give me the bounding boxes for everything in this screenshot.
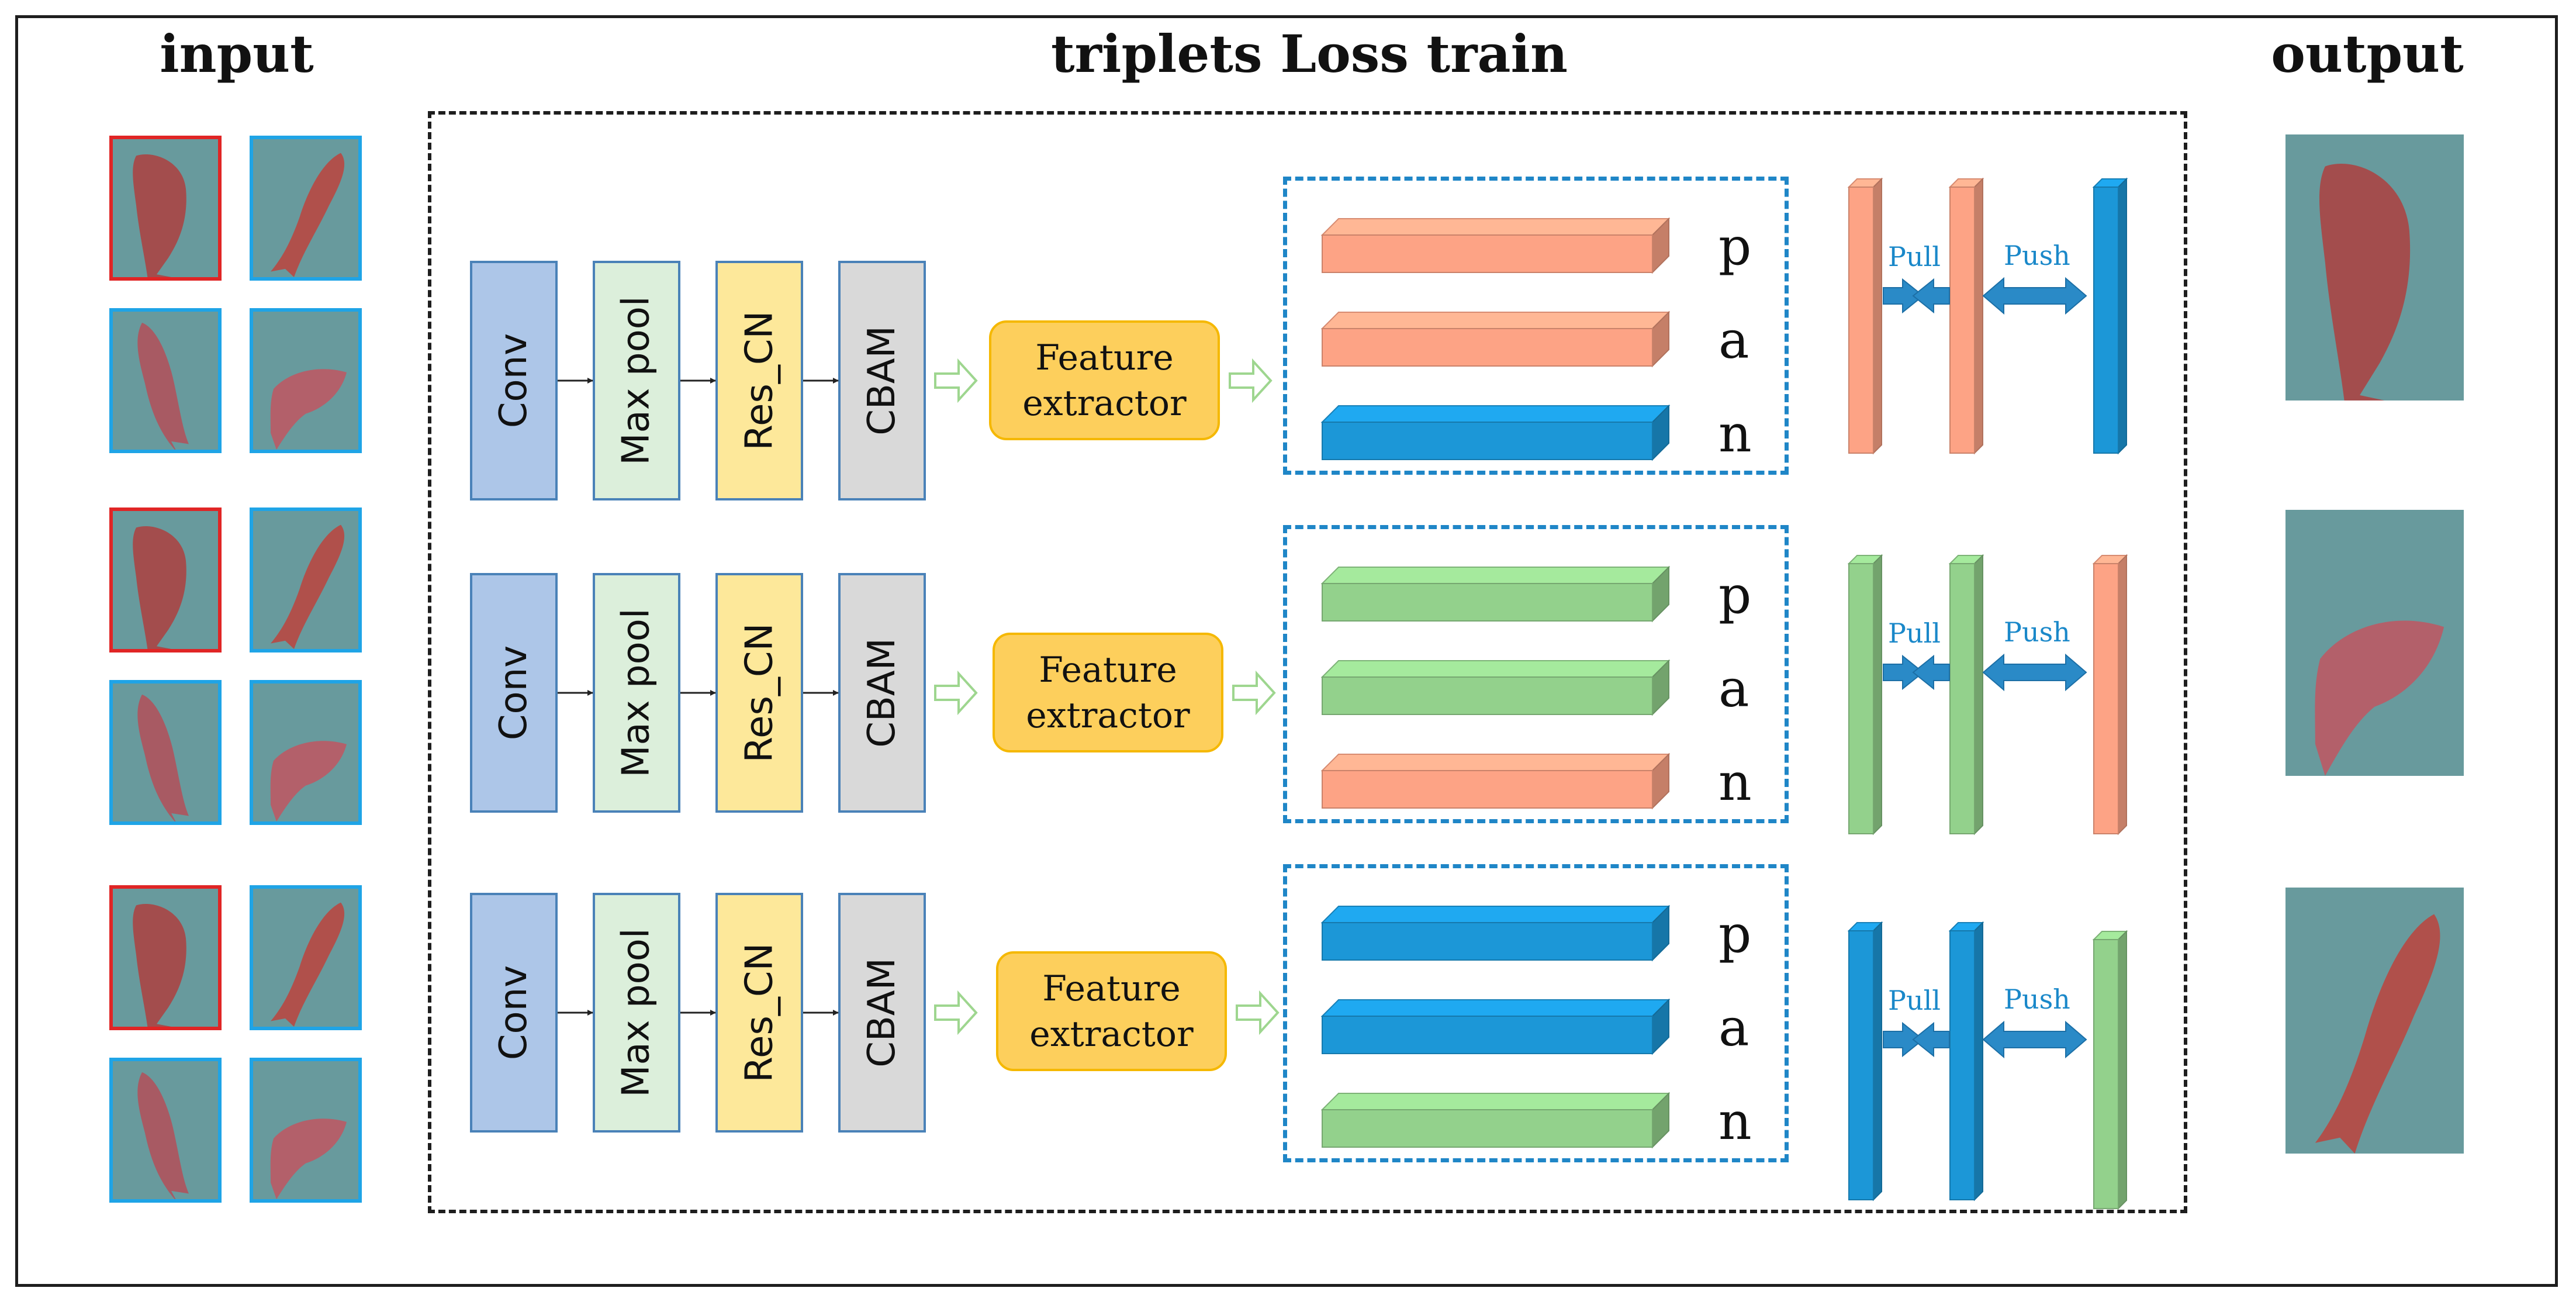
arrow-to-feature-extractor — [934, 670, 978, 716]
conv-block: Conv — [470, 573, 558, 813]
cbam-block: CBAM — [838, 573, 926, 813]
positive-label: p — [1719, 565, 1752, 625]
output-heading: output — [2271, 23, 2464, 84]
anchor-pillar — [1948, 921, 1984, 1202]
cbam-block: CBAM — [838, 893, 926, 1133]
pull-arrow-right — [1883, 278, 1924, 314]
anchor-image — [109, 885, 222, 1030]
res-cn-block: Res_CN — [715, 573, 803, 813]
pull-arrow-right — [1883, 654, 1924, 691]
max-pool-block: Max pool — [593, 573, 680, 813]
res-cn-block: Res_CN — [715, 261, 803, 500]
positive-embedding-bar — [1320, 565, 1671, 623]
anchor-embedding-bar — [1320, 310, 1671, 368]
anchor-pillar — [1948, 554, 1984, 836]
positive-label: p — [1719, 904, 1752, 964]
sample-image — [250, 885, 362, 1030]
negative-pillar — [2092, 930, 2128, 1210]
positive-label: p — [1719, 216, 1752, 277]
pull-arrow-left — [1912, 654, 1950, 691]
pull-label: Pull — [1888, 241, 1941, 272]
sample-image — [250, 1058, 362, 1203]
pull-arrow-left — [1912, 278, 1950, 314]
anchor-pillar — [1948, 177, 1984, 455]
anchor-label: a — [1719, 310, 1749, 370]
positive-pillar — [1847, 554, 1883, 836]
arrow-to-feature-extractor — [934, 990, 978, 1035]
push-label: Push — [2004, 983, 2070, 1015]
anchor-embedding-bar — [1320, 659, 1671, 716]
positive-embedding-bar — [1320, 904, 1671, 962]
anchor-image — [109, 136, 222, 281]
anchor-embedding-bar — [1320, 998, 1671, 1055]
max-pool-block: Max pool — [593, 261, 680, 500]
negative-pillar — [2092, 554, 2128, 836]
arrow-to-embeddings — [1232, 670, 1276, 716]
push-label: Push — [2004, 616, 2070, 648]
arrow-to-embeddings — [1229, 358, 1273, 403]
output-image — [2285, 888, 2464, 1154]
max-pool-block: Max pool — [593, 893, 680, 1133]
figure-frame — [15, 15, 2558, 1287]
positive-pillar — [1847, 177, 1883, 455]
pull-arrow-left — [1912, 1021, 1950, 1058]
negative-label: n — [1719, 403, 1752, 464]
positive-pillar — [1847, 921, 1883, 1202]
pull-arrow-right — [1883, 1021, 1924, 1058]
conv-block: Conv — [470, 893, 558, 1133]
sample-image — [109, 308, 222, 453]
output-image — [2285, 134, 2464, 401]
input-heading: input — [160, 23, 314, 84]
pull-label: Pull — [1888, 985, 1941, 1016]
sample-image — [109, 1058, 222, 1203]
arrow-to-feature-extractor — [934, 358, 978, 403]
res-cn-block: Res_CN — [715, 893, 803, 1133]
arrow-to-embeddings — [1236, 990, 1280, 1035]
embedding-box — [1283, 177, 1789, 475]
cbam-block: CBAM — [838, 261, 926, 500]
embedding-box — [1283, 864, 1789, 1162]
negative-embedding-bar — [1320, 752, 1671, 810]
triplet-loss-title: triplets Loss train — [1051, 23, 1568, 84]
push-arrow — [1982, 653, 2087, 692]
training-region — [428, 111, 2187, 1213]
output-image — [2285, 510, 2464, 776]
push-arrow — [1982, 1020, 2087, 1059]
anchor-label: a — [1719, 997, 1749, 1058]
embedding-box — [1283, 525, 1789, 823]
positive-embedding-bar — [1320, 217, 1671, 274]
sample-image — [250, 680, 362, 825]
negative-label: n — [1719, 752, 1752, 812]
conv-block: Conv — [470, 261, 558, 500]
sample-image — [250, 308, 362, 453]
pull-label: Pull — [1888, 617, 1941, 649]
anchor-label: a — [1719, 658, 1749, 719]
negative-label: n — [1719, 1091, 1752, 1151]
negative-embedding-bar — [1320, 404, 1671, 461]
negative-pillar — [2092, 177, 2128, 455]
push-label: Push — [2004, 240, 2070, 271]
sample-image — [250, 508, 362, 652]
sample-image — [109, 680, 222, 825]
negative-embedding-bar — [1320, 1092, 1671, 1149]
push-arrow — [1982, 277, 2087, 315]
anchor-image — [109, 508, 222, 652]
sample-image — [250, 136, 362, 281]
